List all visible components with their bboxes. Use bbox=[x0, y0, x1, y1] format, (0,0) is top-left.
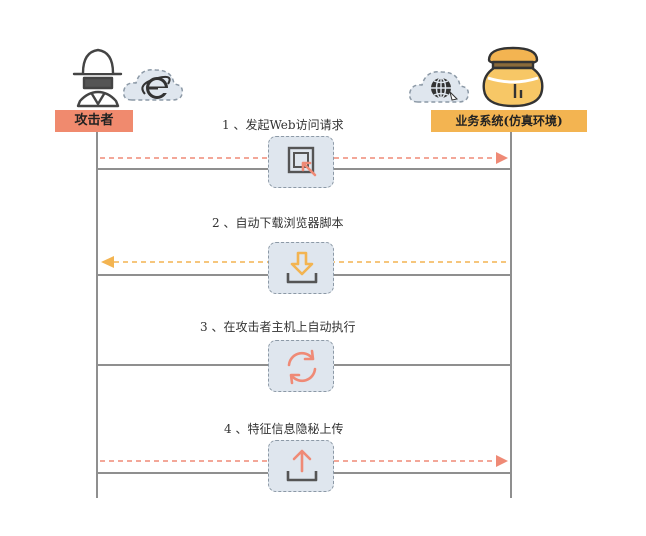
step-3-box bbox=[268, 340, 334, 392]
system-lifeline bbox=[510, 132, 512, 498]
step-2-label: 2 、自动下载浏览器脚本 bbox=[212, 216, 344, 230]
upload-icon bbox=[286, 449, 318, 482]
honeypot-jar-icon bbox=[482, 46, 544, 108]
step-1-box bbox=[268, 136, 334, 188]
step-2-box bbox=[268, 242, 334, 294]
refresh-icon bbox=[287, 349, 317, 385]
ie-browser-icon bbox=[122, 69, 184, 101]
step-2-arrow bbox=[101, 256, 508, 268]
spy-icon bbox=[72, 48, 123, 108]
step-1-label: 1 、发起Web访问请求 bbox=[222, 118, 344, 132]
step-4-label: 4 、特征信息隐秘上传 bbox=[224, 422, 344, 436]
download-icon bbox=[286, 251, 318, 284]
click-window-icon bbox=[287, 146, 317, 177]
globe-cloud-icon bbox=[408, 71, 470, 103]
system-label: 业务系统(仿真环境) bbox=[431, 110, 587, 132]
attacker-label: 攻击者 bbox=[55, 110, 133, 132]
attacker-lifeline bbox=[96, 132, 98, 498]
step-4-box bbox=[268, 440, 334, 492]
step-3-label: 3 、在攻击者主机上自动执行 bbox=[200, 320, 356, 334]
